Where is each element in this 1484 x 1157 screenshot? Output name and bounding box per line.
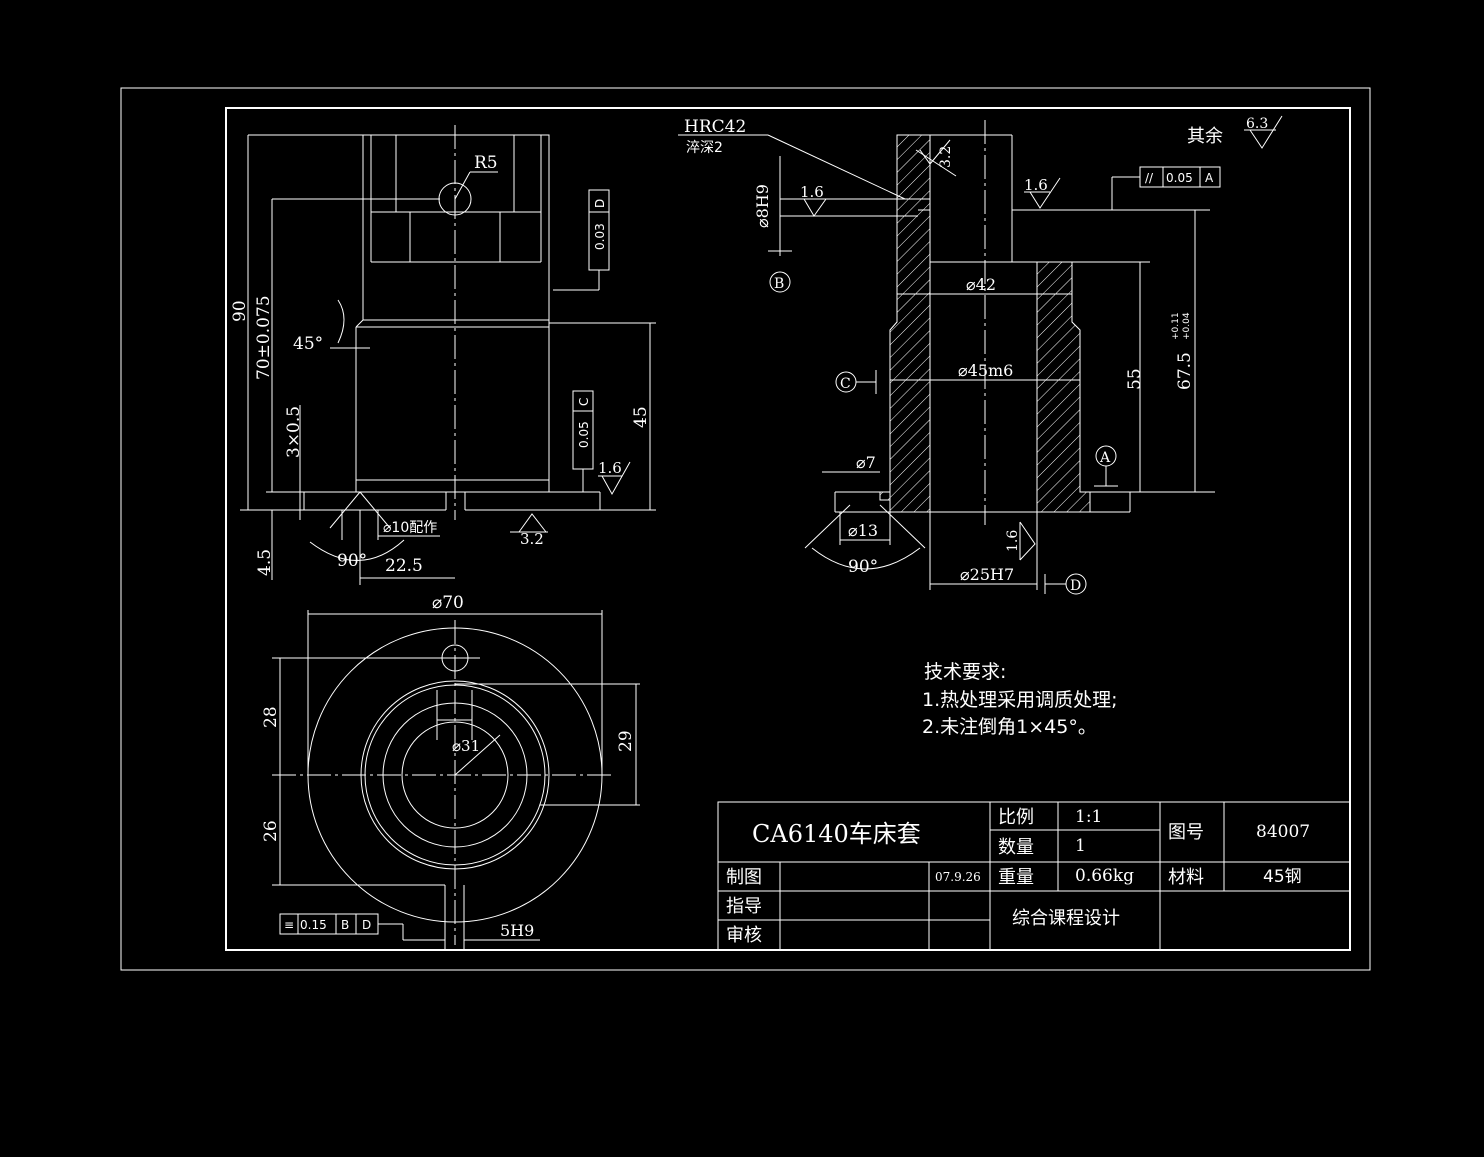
- dim-67-5-tol-up: +0.11: [1171, 312, 1181, 340]
- rough-section-16c: 1.6: [1005, 530, 1021, 552]
- dim-4-5: 4.5: [255, 549, 275, 576]
- datum-c: C: [840, 376, 851, 392]
- runout-d-value: 0.03: [593, 223, 607, 250]
- scale-label: 比例: [998, 807, 1034, 828]
- dim-28: 28: [261, 706, 281, 728]
- rough-section-16b: 1.6: [1024, 176, 1048, 194]
- datum-d: D: [1070, 578, 1081, 594]
- tech-item-1: 1.热处理采用调质处理;: [922, 689, 1118, 711]
- parallel-value: 0.05: [1166, 171, 1193, 185]
- scale-value: 1:1: [1075, 807, 1102, 827]
- rough-front-16: 1.6: [598, 459, 622, 477]
- svg-text:≡: ≡: [284, 918, 294, 932]
- datum-a: A: [1099, 450, 1111, 466]
- drawing-no-value: 84007: [1256, 822, 1310, 842]
- bore-circle: [401, 721, 509, 829]
- dim-3x05: 3×0.5: [284, 406, 304, 458]
- angle-90-section: 90°: [848, 557, 878, 577]
- review-label: 审核: [726, 925, 762, 946]
- dim-67-5: 67.5: [1175, 352, 1195, 390]
- qty-label: 数量: [998, 837, 1034, 858]
- tech-requirements: 技术要求: 1.热处理采用调质处理; 2.未注倒角1×45°。: [922, 661, 1118, 738]
- dim-22-5: 22.5: [385, 556, 423, 576]
- runout-c-datum: C: [577, 398, 591, 406]
- other-rough-label: 其余: [1187, 126, 1223, 147]
- other-rough-value: 6.3: [1246, 116, 1268, 132]
- svg-text://: //: [1145, 171, 1154, 185]
- sym-datum-d: D: [362, 918, 371, 932]
- drawn-label: 制图: [726, 867, 762, 888]
- runout-c-value: 0.05: [577, 421, 591, 448]
- tech-item-2: 2.未注倒角1×45°。: [922, 716, 1097, 738]
- course-name: 综合课程设计: [1012, 908, 1120, 929]
- drawing-no-label: 图号: [1168, 822, 1204, 843]
- top-view: ⌀70 ⌀31 28 26 29 5H9 ≡ 0.15 B D: [261, 593, 640, 950]
- dia-7: ⌀7: [856, 453, 876, 472]
- rough-section-32: 3.2: [938, 146, 954, 168]
- material-value: 45钢: [1263, 867, 1302, 887]
- title-block: CA6140车床套 比例 1:1 数量 1 重量 0.66kg 图号 84007…: [717, 801, 1351, 951]
- dia-70: ⌀70: [432, 593, 464, 613]
- angle-45: 45°: [293, 334, 323, 354]
- dim-26: 26: [261, 820, 281, 842]
- parallel-datum: A: [1205, 171, 1214, 185]
- front-view: R5 90 70±0.075 3×0.5 4.5: [230, 125, 656, 585]
- dim-67-5-tol-dn: +0.04: [1182, 312, 1192, 340]
- qty-value: 1: [1075, 836, 1086, 856]
- tech-heading: 技术要求:: [924, 661, 1006, 683]
- section-view: HRC42 淬深2 3.2 ⌀8H9 1.6 B 1.6 // 0.05 A 其…: [678, 115, 1283, 595]
- datum-d-bubble: [1065, 573, 1087, 595]
- sym-value: 0.15: [300, 918, 327, 932]
- material-label: 材料: [1168, 867, 1204, 888]
- datum-b: B: [774, 276, 784, 292]
- dia-42: ⌀42: [966, 275, 996, 294]
- outer-frame: [120, 87, 1371, 971]
- dia-8h9: ⌀8H9: [753, 184, 772, 228]
- guide-label: 指导: [726, 896, 762, 917]
- dim-29: 29: [616, 730, 636, 752]
- hole-note: ⌀10配作: [383, 520, 437, 536]
- r5-label: R5: [474, 153, 498, 173]
- dim-70: 70±0.075: [254, 295, 274, 380]
- slot-5h9: 5H9: [500, 921, 534, 940]
- datum-b-bubble: [769, 271, 791, 293]
- hardening-depth: 淬深2: [686, 140, 723, 156]
- drawn-date: 07.9.26: [935, 870, 981, 884]
- dia-13: ⌀13: [848, 521, 878, 540]
- weight-value: 0.66kg: [1075, 866, 1134, 886]
- sym-datum-b: B: [341, 918, 349, 932]
- upper-boss: [362, 134, 550, 321]
- dia-25h7: ⌀25H7: [960, 565, 1014, 584]
- hrc-label: HRC42: [684, 117, 746, 137]
- weight-label: 重量: [998, 867, 1034, 888]
- dia-31: ⌀31: [452, 737, 480, 755]
- dim-55: 55: [1125, 368, 1145, 390]
- part-name: CA6140车床套: [752, 820, 921, 848]
- angle-90-front: 90°: [337, 551, 367, 571]
- dia-45m6: ⌀45m6: [958, 361, 1013, 380]
- dim-45: 45: [631, 406, 651, 428]
- rough-front-32: 3.2: [520, 530, 544, 548]
- rough-section-16a: 1.6: [800, 183, 824, 201]
- runout-d-datum: D: [593, 199, 607, 208]
- dim-90: 90: [230, 300, 250, 322]
